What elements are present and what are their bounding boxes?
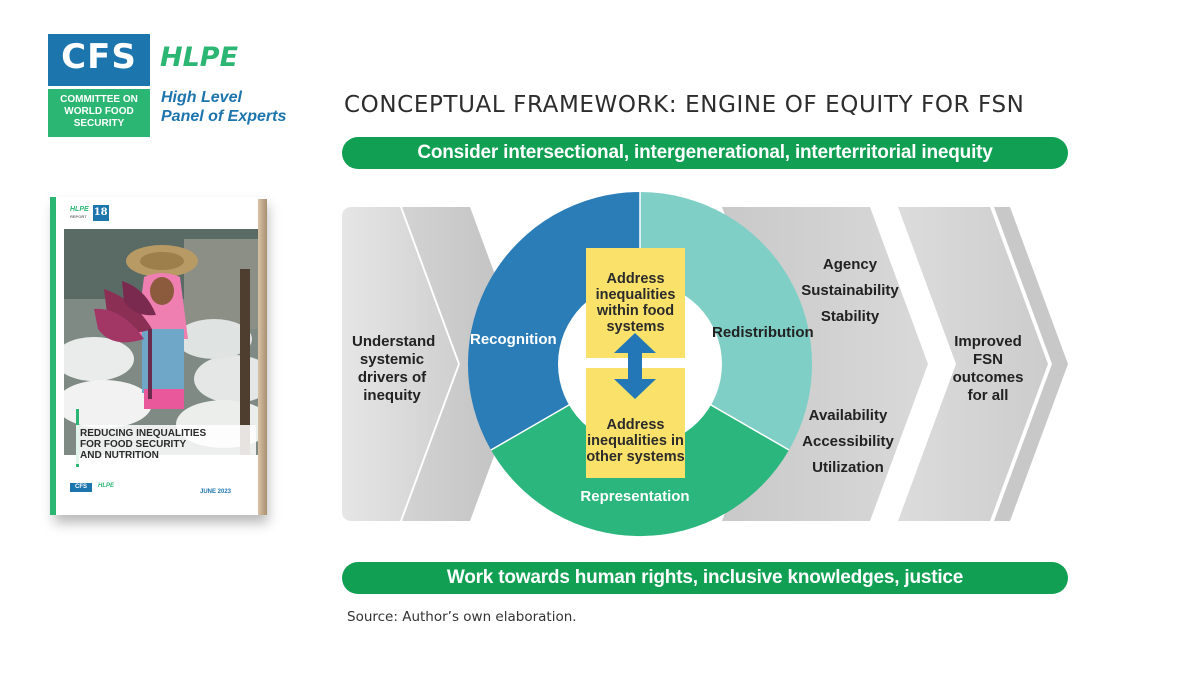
dimension-accessibility: Accessibility [802, 433, 894, 450]
box-line: Address [606, 271, 665, 287]
report-cover: HLPE REPORT 18 REDUCING INEQUALITIES FOR… [50, 197, 264, 515]
chevron-tip [994, 207, 1068, 521]
committee-line: SECURITY [73, 118, 125, 129]
label-improved-outcomes: Improved FSN outcomes for all [950, 333, 1026, 405]
committee-on-world-food-security: COMMITTEE ON WORLD FOOD SECURITY [48, 86, 150, 137]
cover-title: REDUCING INEQUALITIES FOR FOOD SECURITY … [76, 425, 256, 464]
box-line: inequalities in [587, 433, 684, 449]
box-line: other systems [586, 449, 685, 465]
box-line: systems [606, 319, 665, 335]
dimension-availability: Availability [808, 407, 888, 424]
box-other-systems: Address inequalities in other systems [586, 368, 685, 478]
cfs-logo-block: CFS [48, 34, 150, 86]
cover-header: HLPE REPORT 18 [70, 205, 109, 221]
box-line: inequalities [595, 287, 676, 303]
cover-title-line: AND NUTRITION [80, 450, 159, 461]
label-line: systemic [359, 351, 425, 368]
page-title: CONCEPTUAL FRAMEWORK: ENGINE OF EQUITY F… [344, 92, 1025, 118]
double-arrow-icon [614, 333, 656, 399]
cover-title-line: FOR FOOD SECURITY [80, 439, 187, 450]
cover-series: HLPE REPORT [70, 206, 89, 220]
cfs-logo-text: CFS [61, 37, 137, 77]
panel-line: Panel of Experts [161, 108, 287, 125]
label-line: outcomes [952, 369, 1024, 386]
cover-title-line: REDUCING INEQUALITIES [80, 428, 207, 439]
label-recognition: Recognition [470, 331, 557, 348]
label-line: Understand [352, 333, 436, 350]
box-line: Address [606, 417, 665, 433]
dimension-sustainability: Sustainability [801, 282, 899, 299]
label-understand-drivers: Understand systemic drivers of inequity [352, 333, 436, 405]
cover-series-label: HLPE [70, 206, 89, 213]
banner-top: Consider intersectional, intergeneration… [342, 137, 1068, 169]
box-line: within food [596, 303, 675, 319]
label-line: Improved [954, 333, 1022, 350]
label-line: FSN [973, 351, 1003, 368]
cover-spine [258, 199, 267, 515]
panel-of-experts-text: High Level Panel of Experts [161, 88, 286, 126]
dimension-utilization: Utilization [812, 459, 884, 476]
cfs-hlpe-logo: CFS COMMITTEE ON WORLD FOOD SECURITY HLP… [48, 34, 288, 138]
source-note: Source: Author’s own elaboration. [347, 609, 577, 625]
cover-hlpe-logo: HLPE [98, 483, 115, 489]
cover-series-sub: REPORT [70, 214, 87, 219]
cover-report-number: 18 [92, 205, 109, 221]
dimensions-top: Agency Sustainability Stability [800, 252, 900, 330]
hlpe-logo-text: HLPE [160, 42, 239, 73]
committee-line: WORLD FOOD [64, 106, 134, 117]
cover-date: JUNE 2023 [200, 489, 232, 495]
label-line: inequity [363, 387, 421, 404]
label-line: for all [967, 387, 1009, 404]
label-representation: Representation [580, 488, 690, 505]
cover-footer-logo: CFS HLPE [70, 483, 114, 492]
banner-bottom: Work towards human rights, inclusive kno… [342, 562, 1068, 594]
label-redistribution: Redistribution [712, 324, 814, 341]
chevron-understand [342, 207, 458, 521]
chevron-outcomes [898, 207, 1048, 521]
cover-cfs-logo: CFS [70, 483, 92, 492]
dimension-stability: Stability [820, 308, 880, 325]
dimensions-bottom: Availability Accessibility Utilization [798, 403, 898, 481]
committee-line: COMMITTEE ON [60, 94, 138, 105]
panel-line: High Level [161, 89, 242, 106]
label-line: drivers of [357, 369, 427, 386]
dimension-agency: Agency [822, 256, 878, 273]
